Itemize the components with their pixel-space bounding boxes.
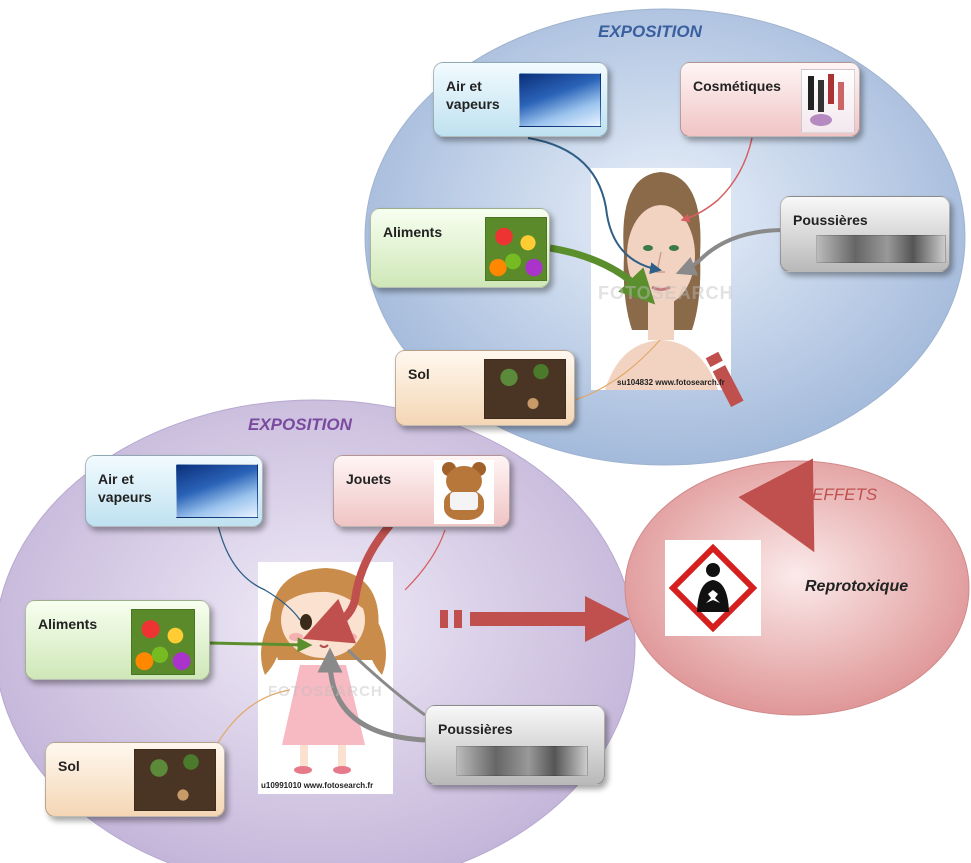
bottom-food-box: Aliments [25, 600, 210, 680]
arrow-top-air [527, 137, 662, 275]
top-food-label: Aliments [383, 224, 443, 240]
top-photo-watermark: FOTOSEARCH [598, 283, 734, 303]
bottom-toys-label: Jouets [346, 471, 392, 487]
teddy-bear-image [434, 460, 494, 524]
bottom-soil-box: Sol [45, 742, 225, 817]
arrow-bottom-dust-1 [317, 647, 426, 743]
bottom-air-label: Air et vapeurs [98, 471, 152, 505]
bottom-air-box: Air et vapeurs [85, 455, 263, 527]
top-cosmetics-box: Cosmétiques [680, 62, 860, 137]
top-exposure-title: EXPOSITION [598, 22, 702, 41]
bottom-soil-label: Sol [58, 758, 80, 774]
fruit-image [131, 609, 195, 675]
top-air-box: Air et vapeurs [433, 62, 608, 137]
cosmetics-image [801, 69, 855, 133]
bottom-photo-caption: u10991010 www.fotosearch.fr [261, 781, 374, 790]
top-dust-label: Poussières [793, 212, 868, 228]
fruit-image [485, 217, 547, 281]
sky-image [176, 464, 258, 518]
arrow-top-soil [574, 339, 661, 401]
top-cosmetics-label: Cosmétiques [693, 78, 781, 94]
top-soil-label: Sol [408, 366, 430, 382]
bottom-dust-box: Poussières [425, 705, 605, 785]
arrow-bottom-air [217, 524, 301, 621]
arrow-top-cosmetics [680, 137, 753, 223]
top-food-box: Aliments [370, 208, 550, 288]
arrow-top-to-effects [705, 351, 815, 553]
health-hazard-pictogram-icon [665, 540, 761, 636]
effects-label: Reprotoxique [805, 578, 909, 595]
arrow-bottom-toys [302, 522, 394, 644]
bottom-exposure-title: EXPOSITION [248, 415, 352, 434]
top-air-label: Air et vapeurs [446, 78, 500, 112]
top-dust-box: Poussières [780, 196, 950, 272]
arrow-bottom-toys-thin [404, 529, 446, 591]
bottom-dust-label: Poussières [438, 721, 513, 737]
dust-image [456, 746, 588, 776]
effects-title: EFFETS [812, 485, 878, 504]
soil-image [134, 749, 216, 811]
bottom-photo-watermark: FOTOSEARCH [268, 683, 383, 700]
sky-image [519, 73, 601, 127]
top-photo-caption: su104832 www.fotosearch.fr [617, 378, 725, 387]
arrow-bottom-food [209, 637, 313, 653]
arrow-top-dust [675, 228, 786, 276]
bottom-toys-box: Jouets [333, 455, 510, 527]
arrow-bottom-dust-2 [346, 648, 426, 717]
arrow-bottom-to-effects [440, 596, 630, 642]
dust-image [816, 235, 946, 263]
top-soil-box: Sol [395, 350, 575, 426]
arrow-top-food [549, 244, 656, 305]
bottom-food-label: Aliments [38, 616, 98, 632]
soil-image [484, 359, 566, 419]
